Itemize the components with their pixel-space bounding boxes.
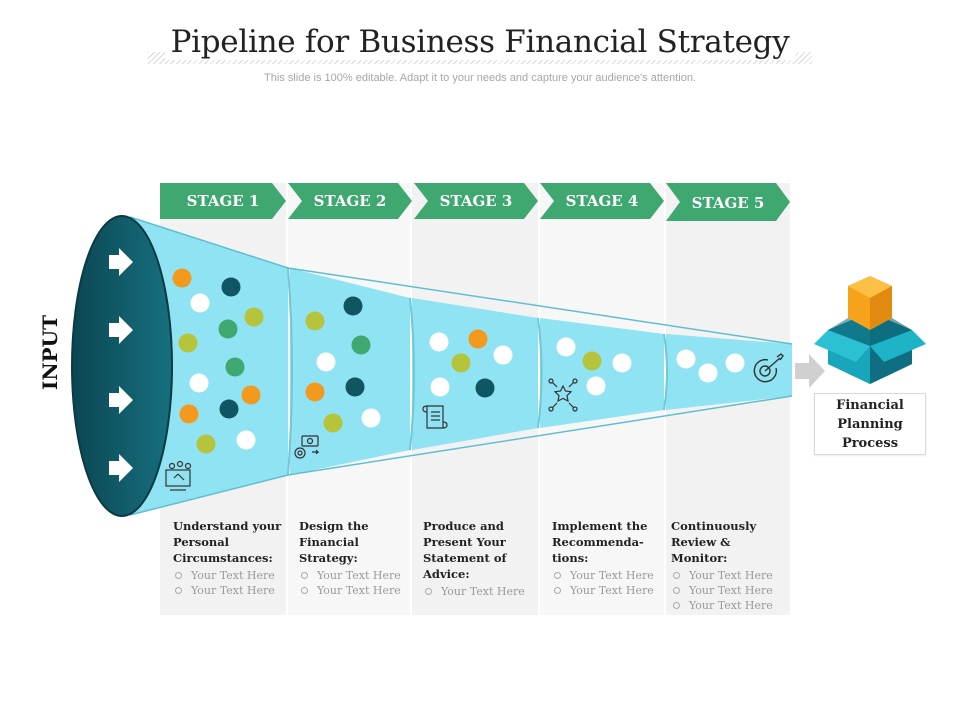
output-arrow-icon: [795, 354, 825, 388]
output-label: Financial Planning Process: [836, 397, 904, 451]
arrow-right-icon: [109, 454, 133, 482]
stage-4-dots: [556, 337, 632, 396]
funnel-divider-1: [287, 267, 293, 476]
bullet-item: Your Text Here: [423, 584, 527, 599]
stage-1-bullets: Your Text Here Your Text Here: [173, 568, 291, 598]
output-label-box: Financial Planning Process: [814, 393, 926, 455]
funnel-segment-3: [412, 298, 538, 450]
bullet-item: Your Text Here: [173, 568, 291, 583]
stage-2-dots: [305, 296, 381, 433]
bullet-item: Your Text Here: [552, 583, 656, 598]
title-block: Pipeline for Business Financial Strategy: [148, 24, 812, 68]
open-box-icon: [814, 276, 926, 384]
funnel-segment-5: [666, 334, 792, 410]
stage-1-heading: Understand your Personal Circumstances:: [173, 519, 282, 565]
stage-5-bullets: Your Text Here Your Text Here Your Text …: [671, 568, 787, 613]
stage-5-banner: STAGE 5: [666, 183, 790, 221]
bullet-item: Your Text Here: [671, 568, 787, 583]
arrow-right-icon: [109, 386, 133, 414]
stage-3-bullets: Your Text Here: [423, 584, 527, 599]
star-network-icon: [548, 378, 578, 412]
input-arrows: [109, 248, 133, 482]
bullet-item: Your Text Here: [552, 568, 656, 583]
stage-3-dots: [429, 329, 513, 398]
team-meeting-icon: [165, 460, 192, 491]
funnel-mouth: [71, 215, 173, 517]
stage-2-heading: Design the Financial Strategy:: [299, 519, 369, 565]
bullet-item: Your Text Here: [299, 568, 403, 583]
stage-4-bullets: Your Text Here Your Text Here: [552, 568, 656, 598]
stage-4-description: Implement the Recommenda-tions: Your Tex…: [552, 518, 656, 598]
stage-1-dots: [172, 268, 264, 454]
stage-4-banner: STAGE 4: [540, 183, 664, 219]
input-label: INPUT: [38, 315, 62, 390]
bullet-item: Your Text Here: [299, 583, 403, 598]
funnel-divider-3: [537, 317, 543, 429]
stage-1-description: Understand your Personal Circumstances: …: [173, 518, 291, 598]
stage-2-banner: STAGE 2: [288, 183, 412, 219]
bullet-item: Your Text Here: [671, 598, 787, 613]
money-gear-icon: [294, 435, 320, 459]
scroll-document-icon: [422, 405, 448, 429]
stage-5-description: Continuously Review & Monitor: Your Text…: [671, 518, 787, 613]
stage-1-banner: STAGE 1: [160, 183, 286, 219]
bullet-item: Your Text Here: [671, 583, 787, 598]
stage-2-bullets: Your Text Here Your Text Here: [299, 568, 403, 598]
arrow-right-icon: [109, 316, 133, 344]
funnel-divider-4: [663, 333, 668, 411]
stage-3-heading: Produce and Present Your Statement of Ad…: [423, 519, 507, 581]
stage-5-dots: [676, 349, 745, 383]
page-title: Pipeline for Business Financial Strategy: [148, 24, 812, 60]
stage-5-heading: Continuously Review & Monitor:: [671, 519, 757, 565]
stage-3-banner: STAGE 3: [414, 183, 538, 219]
funnel-divider-2: [409, 297, 415, 451]
arrow-right-icon: [109, 248, 133, 276]
funnel-segment-4: [540, 318, 664, 428]
page-subtitle: This slide is 100% editable. Adapt it to…: [264, 72, 696, 84]
stage-4-heading: Implement the Recommenda-tions:: [552, 519, 648, 565]
stage-3-description: Produce and Present Your Statement of Ad…: [423, 518, 527, 599]
stage-2-description: Design the Financial Strategy: Your Text…: [299, 518, 403, 598]
bullet-item: Your Text Here: [173, 583, 291, 598]
target-pencil-icon: [753, 353, 784, 383]
